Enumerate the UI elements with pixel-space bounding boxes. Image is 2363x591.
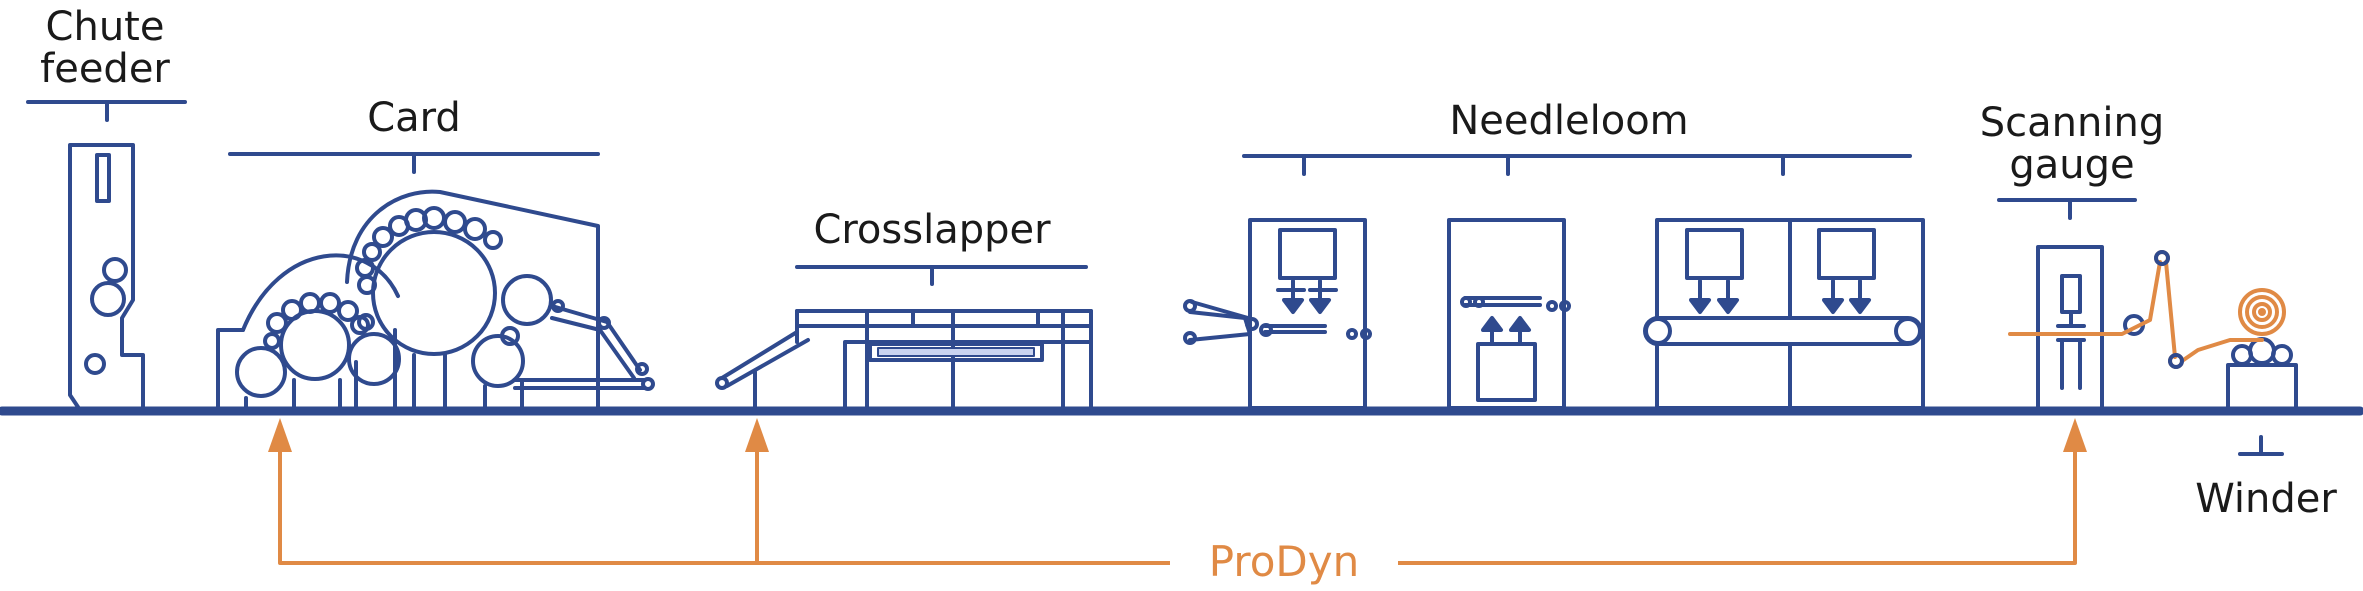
label-crosslapper: Crosslapper	[813, 207, 1051, 253]
label-scanning-gauge: Scanning gauge	[1979, 100, 2165, 188]
label-needleloom: Needleloom	[1449, 98, 1689, 144]
label-prodyn: ProDyn	[1170, 540, 1398, 584]
prodyn-arrow-card	[268, 418, 292, 452]
label-winder: Winder	[2195, 476, 2337, 522]
winder-machine	[2226, 337, 2298, 456]
crosslapper-machine	[715, 265, 1093, 409]
label-card: Card	[367, 95, 461, 141]
web-path	[2008, 250, 2286, 369]
label-chute-feeder: Chute feeder	[40, 4, 170, 92]
prodyn-arrow-crosslapper	[745, 418, 769, 452]
card-machine	[216, 152, 655, 409]
prodyn-arrow-scanning-gauge	[2063, 418, 2087, 452]
needleloom-machine	[1183, 154, 1925, 410]
chute-feeder-machine	[26, 100, 187, 409]
scanning-gauge-machine	[1997, 198, 2145, 411]
